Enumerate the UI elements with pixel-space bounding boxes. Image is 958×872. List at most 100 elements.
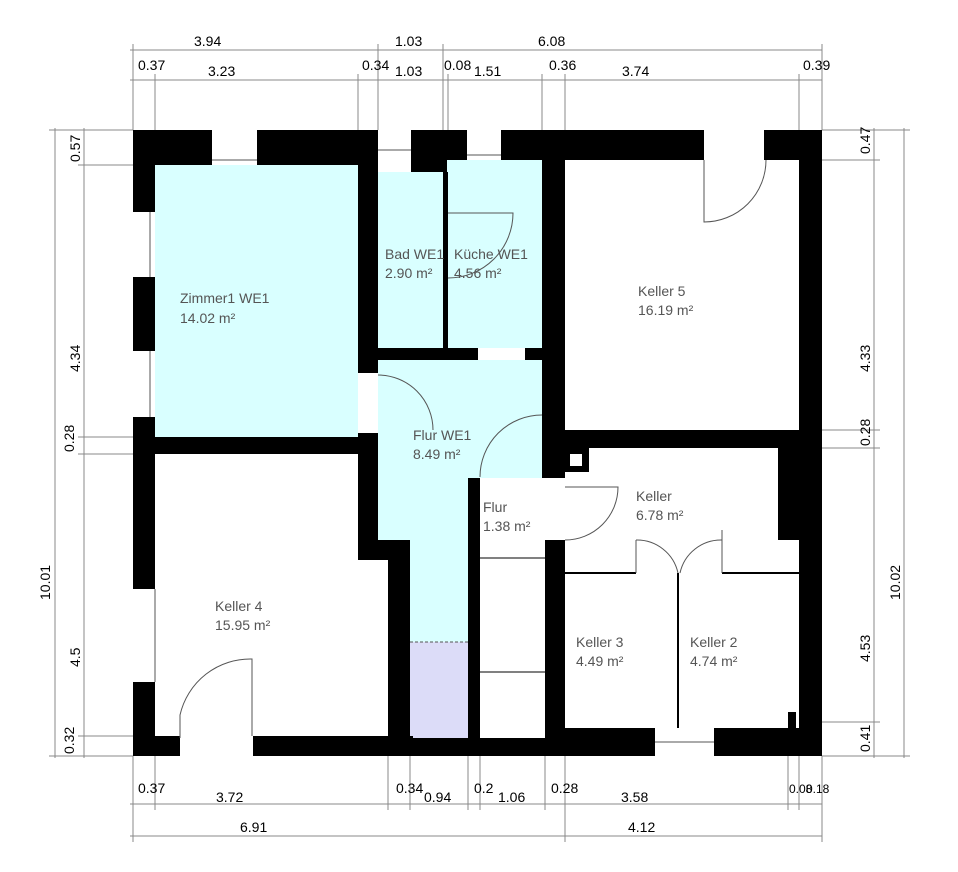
flur-area: 1.38 m² (483, 518, 531, 534)
dimension-texts: 3.94 1.03 6.08 0.37 3.23 0.34 1.03 0.08 … (37, 33, 903, 835)
zimmer1-area: 14.02 m² (180, 310, 236, 326)
kueche-fill (447, 160, 542, 348)
dim-right-inner-2: 0.28 (857, 419, 873, 446)
wall-bad-south (378, 348, 478, 360)
thin-partitions (410, 557, 799, 728)
wall-mid-horizontal (133, 437, 378, 454)
wall-bad-kueche (443, 172, 448, 348)
dim-bottom1-9: 0.18 (806, 782, 830, 796)
door-keller5 (703, 159, 767, 223)
dim-right-inner-0: 0.47 (857, 127, 873, 154)
dim-left-ticks (49, 129, 133, 757)
door-kueche (447, 212, 514, 279)
keller2-name: Keller 2 (690, 634, 738, 650)
dim-bottom1-1: 3.72 (216, 789, 243, 805)
wall-right (799, 130, 822, 756)
stair-fill (410, 642, 468, 738)
door-zimmer1 (377, 374, 434, 431)
zimmer1-name: Zimmer1 WE1 (180, 290, 270, 306)
dim-top2-4: 0.08 (444, 57, 471, 73)
wall-left-3 (133, 417, 155, 589)
door-keller3 (635, 539, 679, 574)
flur-name: Flur (483, 499, 507, 515)
dim-right-outer: 10.02 (887, 565, 903, 600)
room-labels: Zimmer1 WE1 14.02 m² Bad WE1 2.90 m² Küc… (180, 246, 738, 669)
keller3-name: Keller 3 (576, 634, 624, 650)
dim-top2-8: 0.39 (803, 57, 830, 73)
dim-top2-3: 1.03 (395, 63, 422, 79)
dim-top2-2: 0.34 (362, 57, 389, 73)
wall-flur-east-lower (545, 540, 565, 756)
wall-flur-west (358, 433, 378, 560)
wall-zimmer-east (358, 165, 378, 373)
dim-left-inner-2: 0.28 (61, 425, 77, 452)
bad-area: 2.90 m² (385, 265, 433, 281)
dim-top2-0: 0.37 (138, 57, 165, 73)
wall-right-small (788, 712, 796, 738)
kueche-name: Küche WE1 (454, 246, 528, 262)
wall-stair-west (388, 540, 410, 756)
bad-name: Bad WE1 (385, 246, 444, 262)
dim-bottom-ticks (132, 756, 823, 842)
wall-top-4 (411, 130, 447, 172)
dim-left-outer: 10.01 (37, 565, 53, 600)
dim-bottom1-4: 0.2 (474, 780, 494, 796)
wall-bottom-4 (563, 728, 655, 756)
wall-bottom-3 (410, 738, 570, 756)
dim-bottom1-7: 3.58 (621, 789, 648, 805)
keller5-area: 16.19 m² (638, 302, 694, 318)
kueche-area: 4.56 m² (454, 265, 502, 281)
dim-bottom2-1: 4.12 (628, 819, 655, 835)
dim-top1-0: 3.94 (194, 33, 221, 49)
door-keller (564, 486, 619, 541)
wall-top-5 (447, 130, 467, 160)
keller4-name: Keller 4 (215, 598, 263, 614)
dim-bottom1-6: 0.28 (551, 780, 578, 796)
dim-bottom1-8: 0.08 (789, 782, 813, 796)
keller3-area: 4.49 m² (576, 653, 624, 669)
door-swings (179, 159, 767, 738)
dim-top2-7: 3.74 (622, 63, 649, 79)
keller-name: Keller (636, 488, 672, 504)
dim-left-inner-1: 4.34 (67, 345, 83, 372)
wall-bottom-2 (253, 736, 413, 756)
door-keller2 (679, 539, 723, 574)
keller-area: 6.78 m² (636, 507, 684, 523)
wall-stair-east (468, 478, 480, 756)
dim-left-inner-0: 0.57 (67, 135, 83, 162)
wall-top-3 (361, 130, 378, 172)
dim-top1-2: 6.08 (538, 33, 565, 49)
dim-bottom1-5: 1.06 (498, 789, 525, 805)
walls (133, 130, 822, 756)
wall-left-2 (133, 277, 155, 351)
flur-we1-name: Flur WE1 (413, 427, 472, 443)
wall-keller5-south (565, 430, 799, 448)
door-flur-keller5 (479, 414, 543, 478)
wall-left-1 (133, 130, 155, 212)
wall-top-6 (501, 130, 704, 160)
dim-top-ticks (132, 44, 823, 130)
dim-top2-6: 0.36 (549, 57, 576, 73)
wall-right-block (778, 448, 800, 540)
dim-left-inner-3: 4.5 (67, 647, 83, 667)
wall-chimney-inner (570, 454, 582, 466)
wall-top-2 (257, 130, 361, 165)
dim-left-inner-4: 0.32 (61, 727, 77, 754)
wall-bottom-1 (133, 736, 180, 756)
dim-right-inner-1: 4.33 (857, 345, 873, 372)
dim-top2-5: 1.51 (474, 63, 501, 79)
flur-we1-area: 8.49 m² (413, 446, 461, 462)
dim-bottom1-0: 0.37 (138, 780, 165, 796)
keller2-area: 4.74 m² (690, 653, 738, 669)
dim-bottom1-3: 0.94 (424, 789, 451, 805)
dim-right-inner-3: 4.53 (857, 635, 873, 662)
dim-top1-1: 1.03 (395, 33, 422, 49)
dimension-lines (49, 44, 910, 842)
bad-fill (378, 172, 445, 348)
keller4-area: 15.95 m² (215, 617, 271, 633)
dim-right-ticks (822, 129, 910, 757)
dim-bottom1-2: 0.34 (396, 780, 423, 796)
dim-bottom2-0: 6.91 (240, 819, 267, 835)
zimmer1-fill (155, 165, 358, 437)
